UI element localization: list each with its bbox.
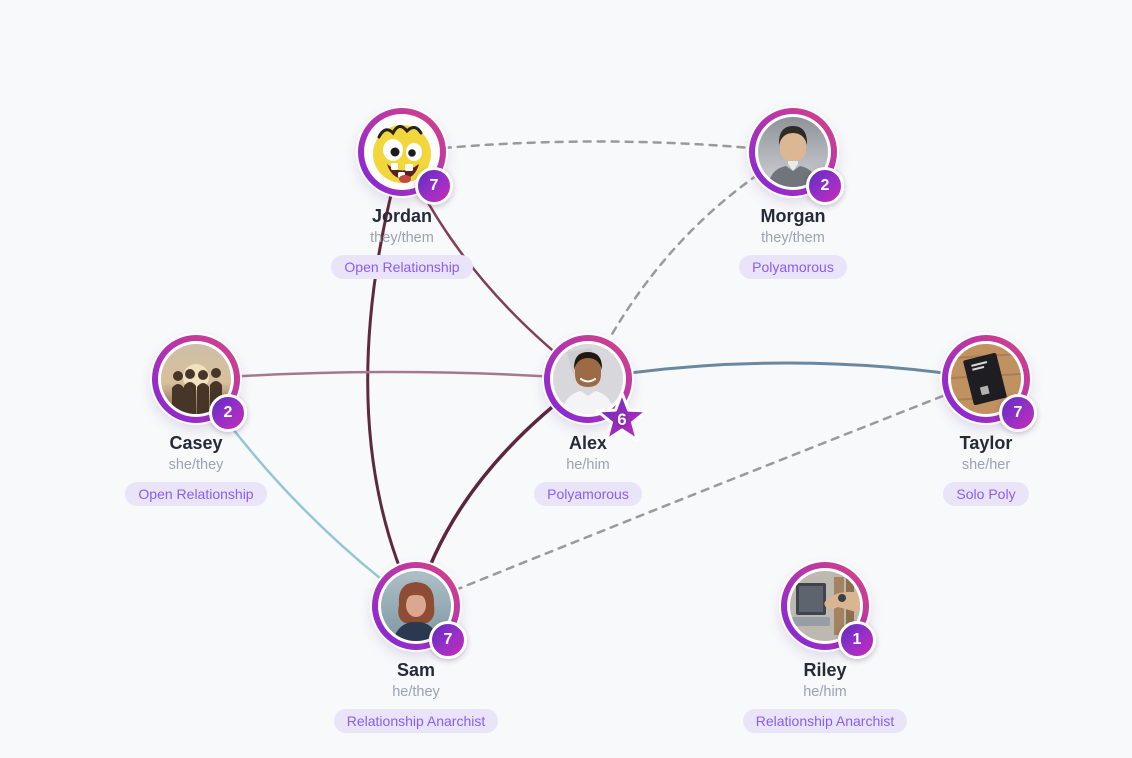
red-haired-person-avatar-image: [381, 571, 451, 641]
relationship-style-pill: Relationship Anarchist: [333, 709, 499, 733]
connection-count-badge: 2: [209, 394, 247, 432]
relationship-edge-jordan-sam[interactable]: [366, 150, 418, 608]
person-name: Sam: [396, 660, 436, 680]
connection-count: 6: [617, 410, 627, 429]
avatar-gradient-ring[interactable]: 2: [749, 108, 844, 205]
avatar-white-ring: [550, 341, 626, 417]
person-name: Riley: [803, 660, 847, 680]
person-pronouns: he/him: [566, 457, 610, 473]
connection-count-badge: 7: [429, 621, 467, 659]
person-pronouns: she/her: [961, 457, 1011, 473]
person-pronouns: they/them: [370, 230, 434, 246]
person-name: Alex: [568, 433, 608, 453]
relationship-style-pill: Open Relationship: [125, 482, 267, 506]
connection-count-badge: 2: [806, 167, 844, 205]
relationship-edge-casey-alex[interactable]: [194, 370, 590, 381]
person-name: Taylor: [959, 433, 1013, 453]
person-pronouns: he/him: [803, 684, 847, 700]
person-pronouns: he/they: [392, 684, 440, 700]
avatar-gradient-ring[interactable]: 7: [942, 335, 1037, 432]
relationship-style-pill: Open Relationship: [331, 255, 473, 279]
avatar-white-ring: [378, 568, 454, 644]
person-name: Morgan: [760, 206, 826, 226]
relationship-style-pill: Solo Poly: [943, 482, 1029, 506]
relationship-style-pill: Polyamorous: [739, 255, 847, 279]
connection-count-badge: 7: [999, 394, 1037, 432]
avatar-gradient-ring[interactable]: 6: [544, 335, 649, 442]
relationship-style-pill: Polyamorous: [534, 482, 642, 506]
connection-count-badge: 1: [838, 621, 876, 659]
avatar-gradient-ring[interactable]: 7: [358, 108, 453, 205]
hand-laptop-avatar-image: [790, 571, 860, 641]
smiling-man-avatar-image: [553, 344, 623, 414]
avatar-gradient-ring[interactable]: 2: [152, 335, 247, 432]
person-pronouns: they/them: [761, 230, 825, 246]
person-name: Jordan: [371, 206, 432, 226]
connection-count-badge: 7: [415, 167, 453, 205]
relationship-edge-alex-taylor[interactable]: [586, 361, 988, 381]
person-pronouns: she/they: [168, 457, 224, 473]
connection-count-star-badge: 6: [594, 389, 650, 445]
relationship-edge-jordan-morgan[interactable]: [400, 140, 795, 154]
avatar-gradient-ring[interactable]: 1: [781, 562, 876, 659]
avatar-gradient-ring[interactable]: 7: [372, 562, 467, 659]
relationship-edge-sam-taylor[interactable]: [414, 377, 988, 608]
avatar-white-ring: [787, 568, 863, 644]
relationship-style-pill: Relationship Anarchist: [742, 709, 908, 733]
person-name: Casey: [169, 433, 223, 453]
